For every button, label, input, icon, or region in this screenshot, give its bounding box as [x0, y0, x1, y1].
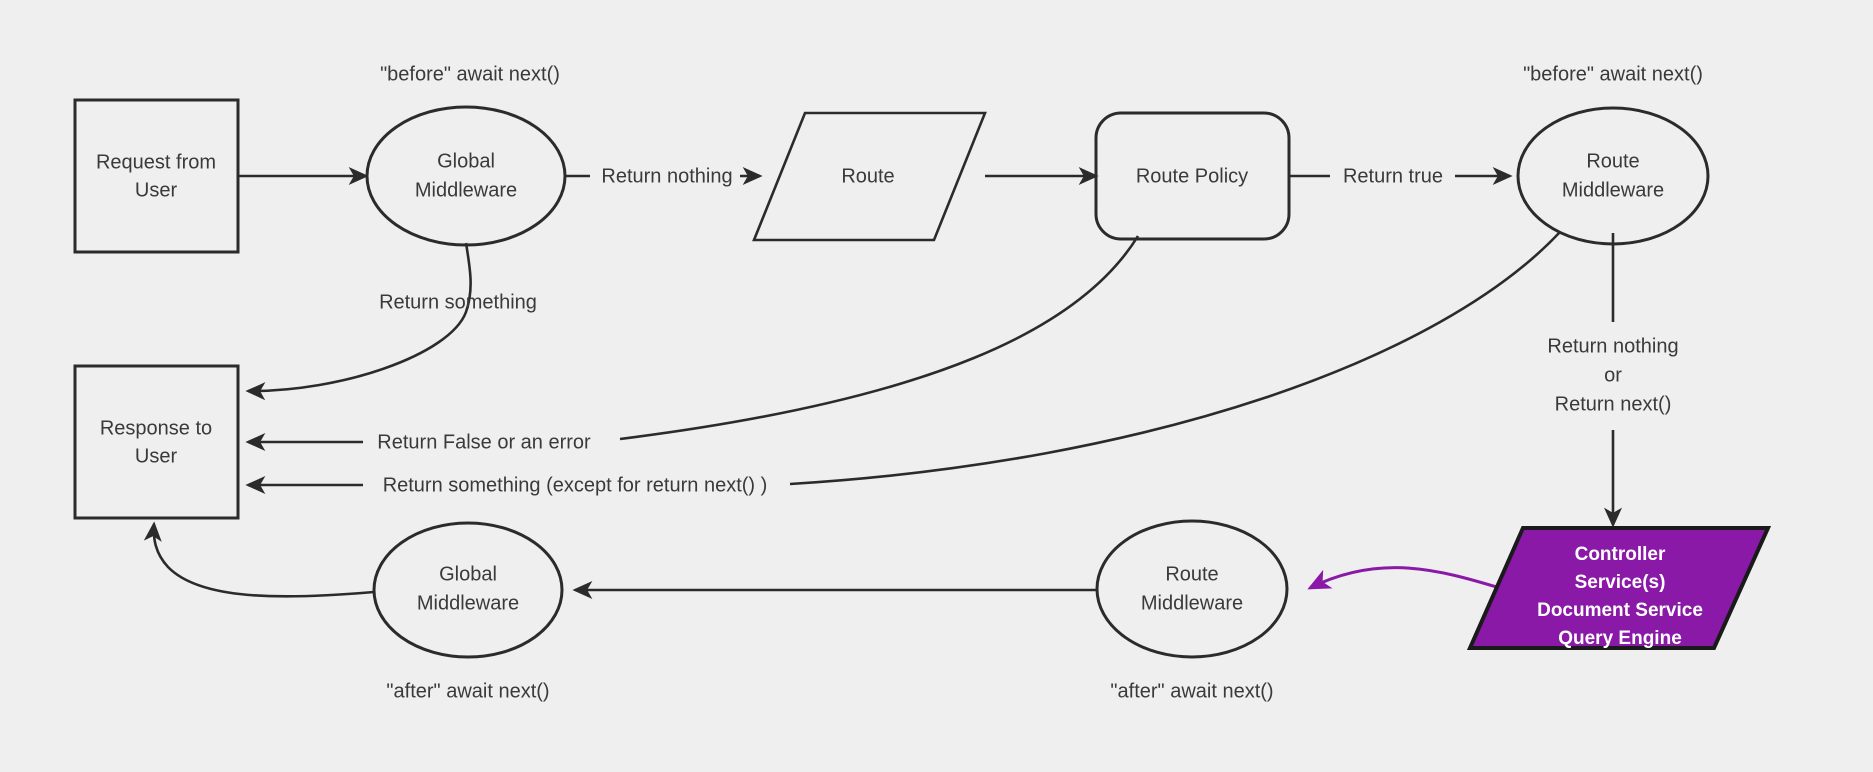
annotation-before-await-next-route: "before" await next(): [1523, 63, 1703, 85]
node-route-middleware-bottom-line1: Route: [1165, 563, 1218, 585]
edge-route-middleware-to-controller: Return nothing or Return next(): [1547, 233, 1679, 528]
node-global-middleware-bottom-line1: Global: [439, 563, 497, 585]
node-controller-services-line2: Service(s): [1575, 572, 1666, 593]
node-controller-services-line4: Query Engine: [1558, 628, 1682, 649]
edge-label-or: or: [1604, 364, 1622, 386]
node-route-policy-label: Route Policy: [1136, 165, 1248, 187]
node-route-middleware-top[interactable]: Route Middleware: [1516, 106, 1710, 246]
edge-global-bottom-to-response: [143, 521, 375, 598]
node-global-middleware-top-line1: Global: [437, 150, 495, 172]
edge-label-return-next: Return next(): [1555, 393, 1672, 415]
node-global-middleware-top-line2: Middleware: [415, 179, 517, 201]
edge-label-return-true: Return true: [1343, 165, 1443, 187]
node-response-to-user-line2: User: [135, 445, 178, 467]
node-request-from-user-line2: User: [135, 179, 178, 201]
edge-label-return-nothing-2: Return nothing: [1547, 335, 1678, 357]
node-controller-services-line1: Controller: [1575, 544, 1666, 565]
node-route-middleware-top-line2: Middleware: [1562, 179, 1664, 201]
edge-global-middleware-to-response: Return something: [245, 242, 537, 401]
node-global-middleware-bottom[interactable]: Global Middleware: [372, 521, 564, 659]
node-request-from-user-line1: Request from: [96, 151, 216, 173]
edge-route-middleware-to-response: Return something (except for return next…: [245, 231, 1561, 496]
annotation-after-await-next-global: "after" await next(): [386, 680, 549, 702]
edge-controller-to-route-middleware-bottom: [1307, 566, 1501, 590]
node-route-middleware-bottom[interactable]: Route Middleware: [1095, 519, 1289, 659]
edge-label-return-false-or-error: Return False or an error: [377, 431, 591, 453]
node-request-from-user[interactable]: Request from User: [73, 98, 240, 254]
edge-global-middleware-to-route: Return nothing: [565, 165, 763, 187]
edge-route-policy-to-response: Return False or an error: [245, 235, 1140, 453]
annotation-before-await-next-global: "before" await next(): [380, 63, 560, 85]
edge-label-return-something-except: Return something (except for return next…: [383, 474, 768, 496]
annotation-after-await-next-route: "after" await next(): [1110, 680, 1273, 702]
edge-label-return-nothing: Return nothing: [601, 165, 732, 187]
node-global-middleware-top[interactable]: Global Middleware: [365, 105, 567, 247]
node-response-to-user[interactable]: Response to User: [73, 364, 240, 520]
node-route-middleware-top-line1: Route: [1586, 150, 1639, 172]
node-controller-services-line3: Document Service: [1537, 600, 1703, 621]
node-route-middleware-bottom-line2: Middleware: [1141, 592, 1243, 614]
node-route-label: Route: [841, 165, 894, 187]
edge-route-policy-to-route-middleware: Return true: [1289, 165, 1513, 187]
node-controller-services[interactable]: Controller Service(s) Document Service Q…: [1466, 526, 1772, 650]
node-route-policy[interactable]: Route Policy: [1094, 111, 1291, 241]
node-route[interactable]: Route: [752, 111, 987, 242]
edge-label-return-something: Return something: [379, 291, 537, 313]
node-response-to-user-line1: Response to: [100, 417, 212, 439]
node-global-middleware-bottom-line2: Middleware: [417, 592, 519, 614]
